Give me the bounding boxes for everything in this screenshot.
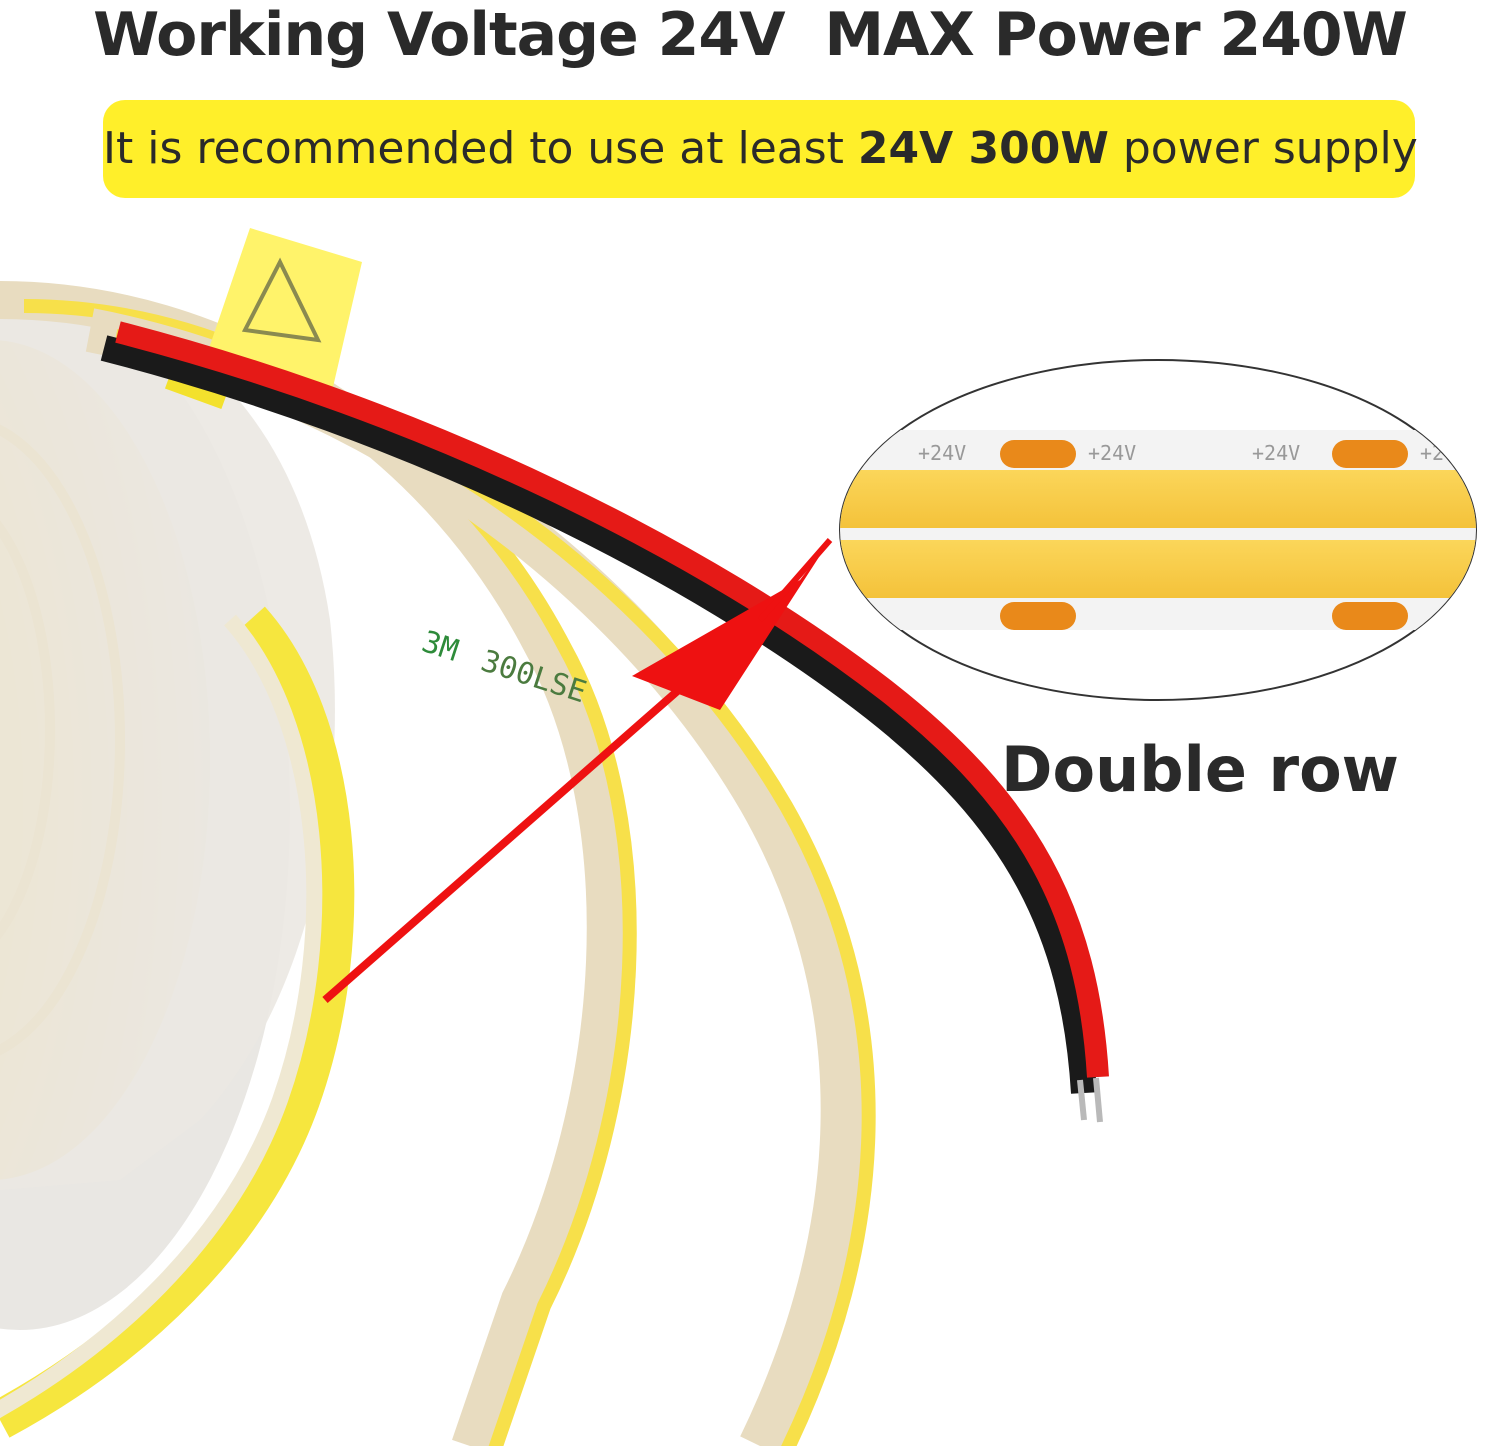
zoom-marking: +24V xyxy=(918,441,966,465)
zoom-marking: +24V xyxy=(1088,441,1136,465)
led-row-bottom xyxy=(840,540,1476,598)
banner-highlight: 24V 300W xyxy=(857,123,1109,174)
solder-pad xyxy=(1332,602,1408,630)
zoom-oval: +24V +24V +24V +24V xyxy=(839,359,1477,701)
solder-pad xyxy=(1000,440,1076,468)
zoom-marking: +24V xyxy=(1252,441,1300,465)
tape-brand: 3M xyxy=(418,624,463,668)
power-wire xyxy=(100,321,1109,1123)
led-row-top xyxy=(840,470,1476,528)
zoom-marking: +24V xyxy=(1420,441,1468,465)
double-row-label: Double row xyxy=(1001,733,1399,806)
solder-pad xyxy=(1332,440,1408,468)
banner-prefix: It is recommended to use at least xyxy=(103,123,858,174)
solder-pad xyxy=(1000,602,1076,630)
recommendation-banner: It is recommended to use at least 24V 30… xyxy=(103,100,1418,198)
led-reel xyxy=(0,290,335,1330)
banner-suffix: power supply xyxy=(1108,123,1418,174)
headline-title: Working Voltage 24V MAX Power 240W xyxy=(93,0,1408,70)
warning-icon xyxy=(241,257,322,343)
pointer-arrow xyxy=(322,538,833,1004)
